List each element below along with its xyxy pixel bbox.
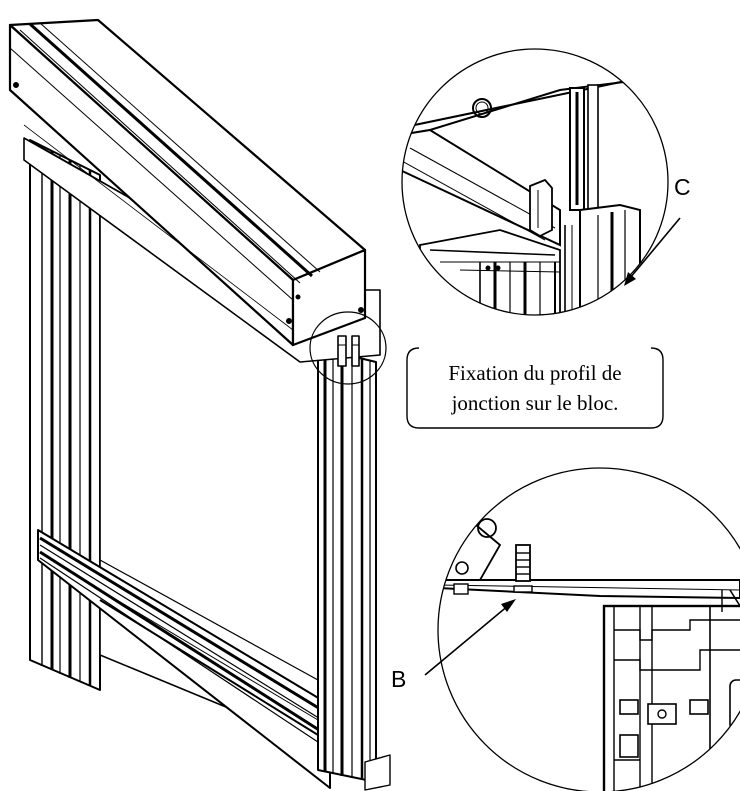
callout-b-arrow <box>424 599 516 676</box>
caption-line-2: jonction sur le bloc. <box>451 391 619 415</box>
detail-circle-bottom <box>437 467 740 791</box>
detail-marker-circle <box>309 311 387 385</box>
right-guide-rail <box>317 347 391 791</box>
callout-c-arrow <box>624 217 681 286</box>
roller-shutter-assembly <box>8 18 391 791</box>
caption-line-1: Fixation du profil de <box>448 360 622 385</box>
roller-box <box>8 18 367 347</box>
detail-view-top <box>402 49 668 315</box>
detail-view-bottom <box>438 468 740 791</box>
callout-c-label: C <box>674 174 691 200</box>
junction-hardware <box>337 335 360 367</box>
caption-box: Fixation du profil de jonction sur le bl… <box>405 346 665 430</box>
callout-b-label: B <box>391 666 407 692</box>
bottom-sill-rail <box>37 529 331 789</box>
left-guide-rail <box>29 139 101 691</box>
detail-circle-top <box>401 48 669 316</box>
